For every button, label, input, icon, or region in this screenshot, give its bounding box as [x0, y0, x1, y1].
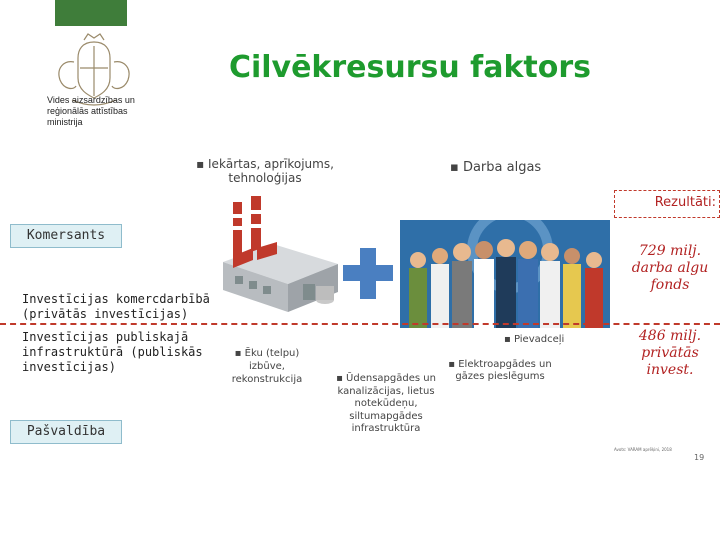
bullet-water: ▪ Ūdensapgādes un kanalizācijas, lietus …: [326, 373, 446, 436]
ministry-line: Vides aizsardzības un: [47, 95, 147, 106]
bullet-water-text: Ūdensapgādes un kanalizācijas, lietus no…: [337, 373, 435, 434]
source-footnote: Avots: VARAM aprēķini, 2018: [614, 447, 704, 453]
bullet-gas-electric: ▪ Elektroapgādes un gāzes pieslēgums: [440, 359, 560, 383]
bullet-wages: ▪ Darba algas: [450, 160, 541, 175]
results-label: Rezultāti:: [616, 195, 716, 210]
page-title: Cilvēkresursu faktors: [180, 50, 640, 85]
page-number: 19: [694, 453, 704, 462]
bullet-building-text: Ēku (telpu) izbūve, rekonstrukcija: [232, 348, 303, 385]
bullet-wages-text: Darba algas: [463, 160, 541, 175]
bullet-access-text: Pievadceļi: [514, 334, 564, 345]
bullet-gas-text: Elektroapgādes un gāzes pieslēgums: [455, 359, 551, 382]
factory-icon: [213, 192, 348, 322]
invest-private-label: Investīcijas komercdarbībā (privātās inv…: [22, 292, 222, 322]
ministry-line: ministrija: [47, 117, 147, 128]
workers-group-icon: [400, 220, 610, 328]
bullet-building: ▪ Ēku (telpu) izbūve, rekonstrukcija: [222, 347, 312, 386]
bullet-equipment: ▪ Iekārtas, aprīkojums, tehnoloģijas: [185, 157, 345, 185]
result-wages-fund: 729 milj. darba algu fonds: [622, 243, 718, 294]
komersants-label: Komersants: [10, 224, 122, 248]
bullet-access-roads: ▪ Pievadceļi: [504, 334, 564, 345]
header-accent-bar: [55, 0, 127, 26]
result-private-invest: 486 milj. privātās invest.: [622, 328, 718, 379]
pasvaldiba-label: Pašvaldība: [10, 420, 122, 444]
plus-icon: [343, 246, 393, 301]
ministry-line: reģionālās attīstības: [47, 106, 147, 117]
bullet-equipment-text: Iekārtas, aprīkojums, tehnoloģijas: [208, 157, 334, 185]
invest-public-label: Investīcijas publiskajā infrastruktūrā (…: [22, 330, 222, 375]
section-divider: [0, 323, 720, 325]
ministry-name: Vides aizsardzības un reģionālās attīstī…: [47, 95, 147, 128]
